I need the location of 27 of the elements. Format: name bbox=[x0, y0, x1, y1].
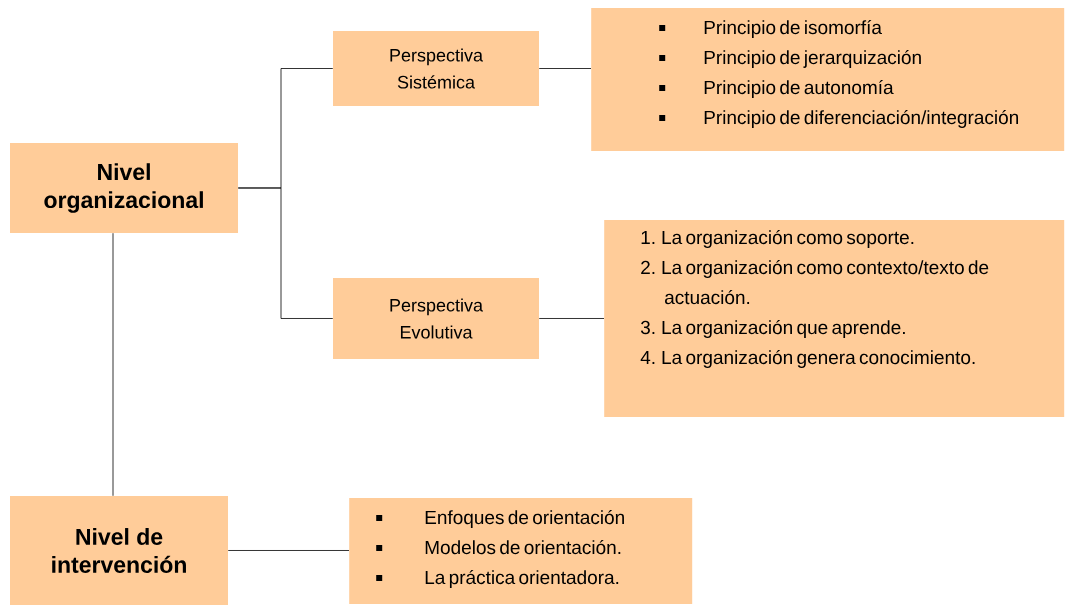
list-item: 1. La organización como soporte. bbox=[641, 230, 914, 248]
level-box bbox=[10, 496, 228, 605]
list-item: Principio de autonomía bbox=[704, 80, 894, 98]
box-title: Nivel de intervención bbox=[52, 528, 186, 573]
list-item: 3. La organización que aprende. bbox=[640, 320, 905, 338]
list-item: Principio de jerarquización bbox=[704, 50, 921, 68]
list-item: 4. La organización genera conocimiento. bbox=[640, 350, 975, 368]
list-item: Principio de isomorfía bbox=[704, 20, 882, 38]
list-box bbox=[604, 220, 1065, 417]
connector-line bbox=[112, 232, 114, 497]
connector-line bbox=[538, 68, 592, 69]
box-title: Nivel organizacional bbox=[44, 163, 203, 213]
list-item: La práctica orientadora. bbox=[425, 570, 619, 588]
box-title: Perspectiva Sistémica bbox=[390, 48, 483, 89]
connector-line bbox=[237, 187, 334, 319]
connector-line bbox=[538, 318, 605, 319]
list-item: Enfoques de orientación bbox=[425, 510, 624, 528]
list-item: 2. La organización como contexto/texto de actuación. bbox=[641, 260, 989, 305]
perspective-box bbox=[333, 31, 539, 106]
box-title: Perspectiva Evolutiva bbox=[390, 298, 483, 339]
list-box bbox=[591, 8, 1065, 151]
perspective-box bbox=[333, 278, 539, 359]
connector-line bbox=[227, 550, 350, 551]
list-box bbox=[349, 498, 693, 604]
list-item: Modelos de orientación. bbox=[425, 540, 621, 555]
level-box bbox=[10, 143, 238, 233]
list-item: Principio de diferenciación/integración bbox=[704, 110, 1018, 128]
